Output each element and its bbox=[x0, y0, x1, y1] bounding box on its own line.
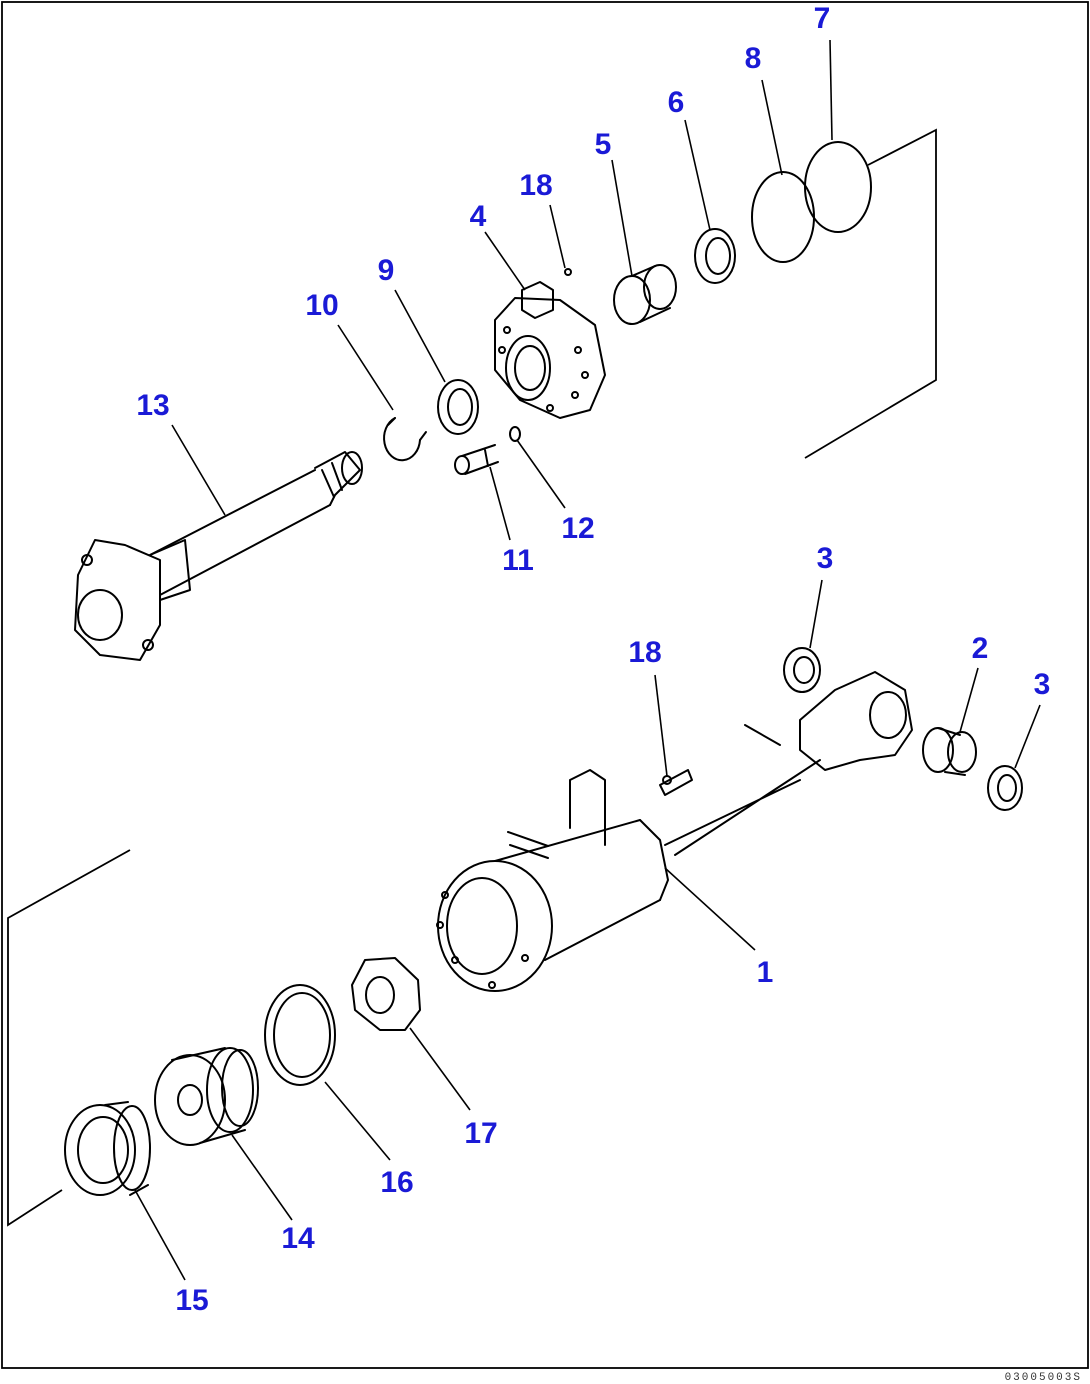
callout-18-upper: 18 bbox=[519, 169, 552, 202]
part-17-nut bbox=[351, 957, 421, 1031]
callout-13: 13 bbox=[136, 389, 169, 422]
upper-assembly-frame bbox=[804, 128, 937, 459]
callout-17: 17 bbox=[464, 1117, 497, 1150]
part-1-cylinder-tube bbox=[436, 671, 913, 992]
callout-3-upper: 3 bbox=[817, 542, 834, 575]
callout-1: 1 bbox=[757, 956, 774, 989]
callout-9: 9 bbox=[378, 254, 395, 287]
lower-assembly-frame bbox=[7, 849, 131, 1227]
part-10-snap-ring bbox=[383, 417, 427, 462]
part-9-seal bbox=[437, 379, 479, 435]
callout-4: 4 bbox=[470, 200, 487, 233]
part-14-piston bbox=[154, 1047, 259, 1146]
callout-14: 14 bbox=[281, 1222, 315, 1255]
part-3-dust-seal-right bbox=[987, 765, 1023, 811]
callout-12: 12 bbox=[561, 512, 594, 545]
part-16-wear-ring bbox=[264, 984, 336, 1086]
part-11-bolt bbox=[454, 444, 499, 475]
part-13-piston-rod bbox=[74, 451, 363, 661]
callout-6: 6 bbox=[668, 86, 685, 119]
callout-7: 7 bbox=[814, 2, 831, 35]
part-2-bushing bbox=[922, 727, 977, 776]
callout-16: 16 bbox=[380, 1166, 413, 1199]
leader-lines bbox=[134, 39, 1041, 1281]
drawing-code: 03005003S bbox=[1005, 1372, 1082, 1384]
part-4-cylinder-head bbox=[494, 281, 606, 419]
part-7-backup-ring bbox=[804, 141, 872, 233]
part-18-grease-fitting-lower bbox=[659, 769, 693, 796]
part-15-ring bbox=[64, 1101, 151, 1196]
callout-15: 15 bbox=[175, 1284, 208, 1317]
callout-11: 11 bbox=[502, 544, 534, 577]
part-3-dust-seal-upper bbox=[783, 647, 821, 693]
part-6-dust-seal bbox=[694, 228, 736, 284]
callout-3-right: 3 bbox=[1034, 668, 1051, 701]
part-18-plug-upper bbox=[564, 268, 572, 276]
callout-2: 2 bbox=[972, 632, 989, 665]
callout-18-lower: 18 bbox=[628, 636, 661, 669]
callout-8: 8 bbox=[745, 42, 762, 75]
callout-5: 5 bbox=[595, 128, 612, 161]
part-12-washer bbox=[509, 426, 521, 442]
part-5-bushing bbox=[613, 264, 677, 325]
callout-10: 10 bbox=[305, 289, 338, 322]
